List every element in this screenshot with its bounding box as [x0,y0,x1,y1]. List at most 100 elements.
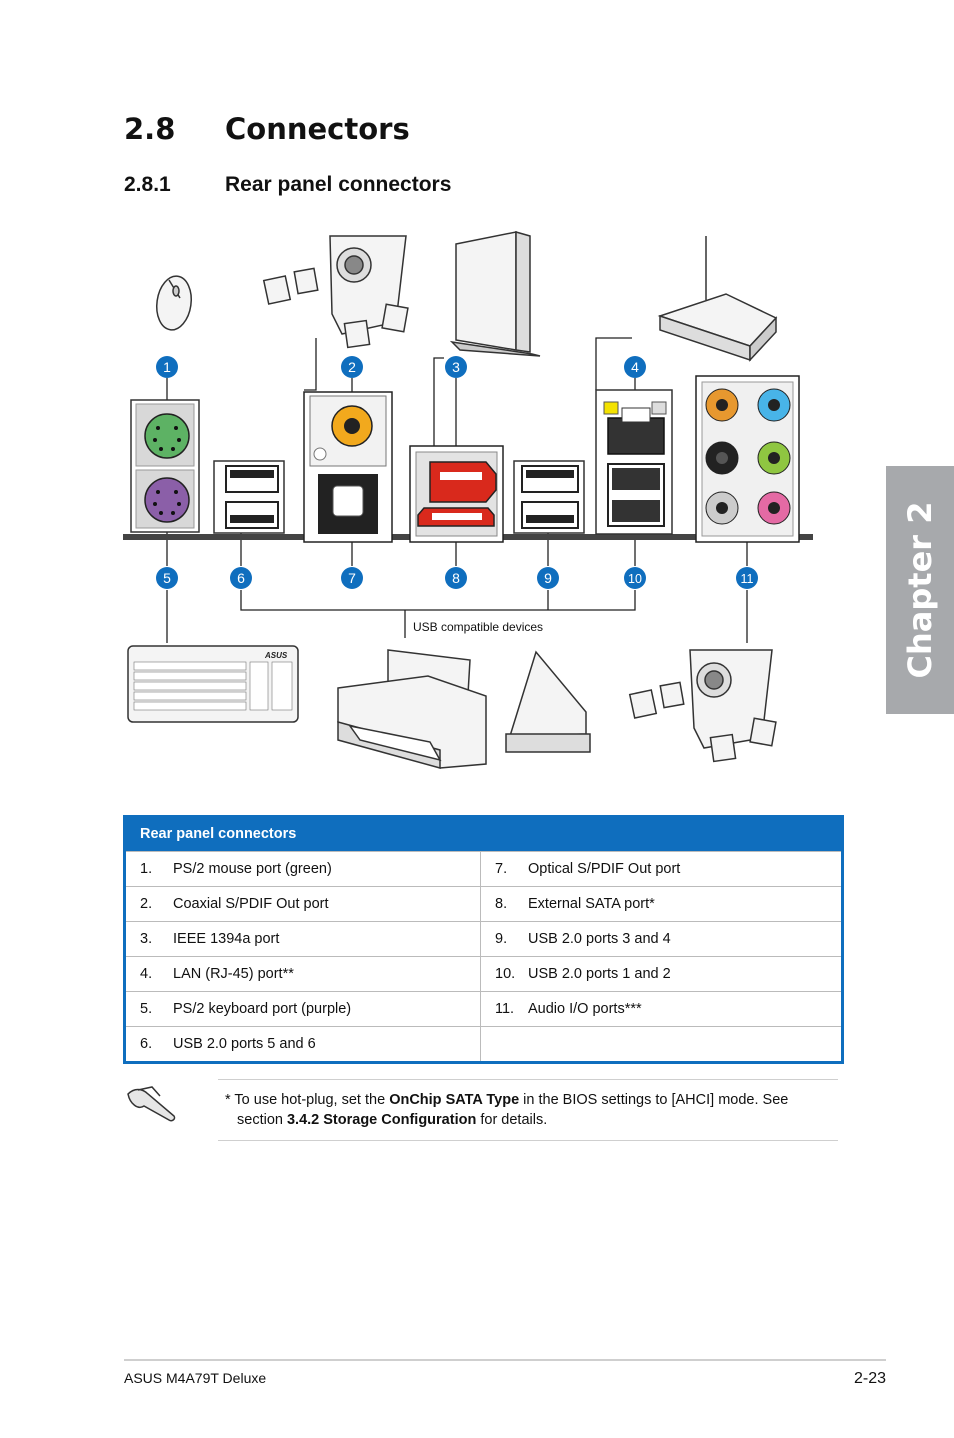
callout-8 [445,567,467,589]
callout-9 [537,567,559,589]
section-title: Connectors [225,112,410,146]
keyboard-brand: ASUS [264,651,288,660]
section-number: 2.8 [124,112,176,146]
item-label: External SATA port* [528,896,655,912]
item-label: LAN (RJ-45) port** [173,966,294,982]
item-number: 3. [140,931,153,947]
item-number: 2. [140,896,153,912]
callout-2-label: 2 [348,359,356,375]
lan-port[interactable] [607,417,665,455]
note-suffix: for details. [476,1112,548,1128]
callout-7-label: 7 [348,570,356,586]
item-number: 6. [140,1036,153,1052]
subsection-number: 2.8.1 [124,173,171,196]
speaker-bottom-icon [628,649,777,763]
callout-4 [624,356,646,378]
callout-9-label: 9 [544,570,552,586]
table-row: 1. PS/2 mouse port (green) 7. Optical S/PD… [126,851,841,886]
speaker-top-icon [262,235,409,349]
subsection-heading: 2.8.1 Rear panel connectors [124,173,451,197]
external-drive-icon [449,231,541,357]
item-number: 11. [495,1001,515,1017]
rear-panel-diagram: 1 2 3 4 5 6 7 8 9 10 11 USB compatible d… [123,231,813,769]
footer-product: ASUS M4A79T Deluxe [124,1370,267,1386]
note-bold-setting: OnChip SATA Type [389,1092,520,1108]
item-number: 4. [140,966,153,982]
callout-8-label: 8 [452,570,460,586]
lan-usb-group [595,389,673,535]
ps2-mouse-port[interactable] [144,413,190,459]
note-bold-section: 3.4.2 Storage Configuration [286,1112,477,1128]
table-cell: 7. Optical S/PDIF Out port [480,852,841,886]
optical-spdif-port[interactable] [332,485,364,517]
callout-1-label: 1 [163,359,171,375]
note-middle: in the BIOS settings to [AHCI] mode. See… [237,1092,789,1128]
table-cell: 10. USB 2.0 ports 1 and 2 [480,957,841,991]
item-label: PS/2 mouse port (green) [173,861,332,877]
item-number: 10. [495,966,516,982]
item-label: Optical S/PDIF Out port [528,861,681,877]
callout-10-label: 10 [628,572,642,586]
table-row: 4. LAN (RJ-45) port** 10. USB 2.0 ports 1 … [126,956,841,991]
table-cell [480,1027,841,1061]
section-heading: 2.8 Connectors [124,112,410,146]
callout-6 [230,567,252,589]
item-label: IEEE 1394a port [173,931,280,947]
callout-3-label: 3 [452,359,460,375]
callout-11 [736,567,758,589]
usb-devices-label: USB compatible devices [413,620,543,634]
ps2-keyboard-port[interactable] [144,477,190,523]
mouse-device-icon [156,275,192,331]
table-cell: 1. PS/2 mouse port (green) [126,852,480,886]
table-cell: 11. Audio I/O ports*** [480,992,841,1026]
item-number: 8. [495,896,508,912]
spdif-port-group [303,391,393,543]
table-cell: 2. Coaxial S/PDIF Out port [126,887,480,921]
keyboard-icon: ASUS [127,645,299,723]
item-label: Audio I/O ports*** [528,1001,642,1017]
callouts: 1 2 3 4 5 6 7 8 9 10 11 [156,356,758,589]
item-number: 9. [495,931,508,947]
item-label: USB 2.0 ports 1 and 2 [528,966,671,982]
callout-5 [156,567,178,589]
connectors-table: Rear panel connectors 1. PS/2 mouse port … [123,815,844,1064]
item-label: Coaxial S/PDIF Out port [173,896,329,912]
callout-7 [341,567,363,589]
ieee1394-port[interactable] [429,461,497,503]
item-label: PS/2 keyboard port (purple) [173,1001,352,1017]
usb-ports-5-6[interactable] [213,460,285,534]
usb-ports-3-4[interactable] [513,460,585,534]
item-number: 1. [140,861,153,877]
item-label: USB 2.0 ports 5 and 6 [173,1036,316,1052]
item-number: 5. [140,1001,153,1017]
audio-ports [695,375,800,543]
callout-3 [445,356,467,378]
note-prefix: * To use hot-plug, set the [225,1092,390,1108]
item-label: USB 2.0 ports 3 and 4 [528,931,671,947]
callout-5-label: 5 [163,570,171,586]
table-row: 5. PS/2 keyboard port (purple) 11. Audio I… [126,991,841,1026]
subsection-title: Rear panel connectors [225,173,452,196]
table-cell: 8. External SATA port* [480,887,841,921]
callout-10 [624,567,646,589]
table-cell: 6. USB 2.0 ports 5 and 6 [126,1027,480,1061]
footer-divider [124,1359,886,1361]
scanner-icon [505,650,591,753]
callout-4-label: 4 [631,359,639,375]
table-header: Rear panel connectors [126,815,841,851]
note-hand-icon [127,1086,176,1122]
firewire-esata-group [409,445,504,543]
callout-1 [156,356,178,378]
ps2-port-group [130,399,200,533]
callout-2 [341,356,363,378]
callout-6-label: 6 [237,570,245,586]
table-cell: 9. USB 2.0 ports 3 and 4 [480,922,841,956]
table-row: 2. Coaxial S/PDIF Out port 8. External SAT… [126,886,841,921]
item-number: 7. [495,861,508,877]
note-box: * To use hot-plug, set the OnChip SATA T… [218,1079,838,1141]
callout-11-label: 11 [741,572,754,586]
table-cell: 5. PS/2 keyboard port (purple) [126,992,480,1026]
table-row: 6. USB 2.0 ports 5 and 6 [126,1026,841,1061]
table-cell: 3. IEEE 1394a port [126,922,480,956]
router-icon [657,236,778,362]
